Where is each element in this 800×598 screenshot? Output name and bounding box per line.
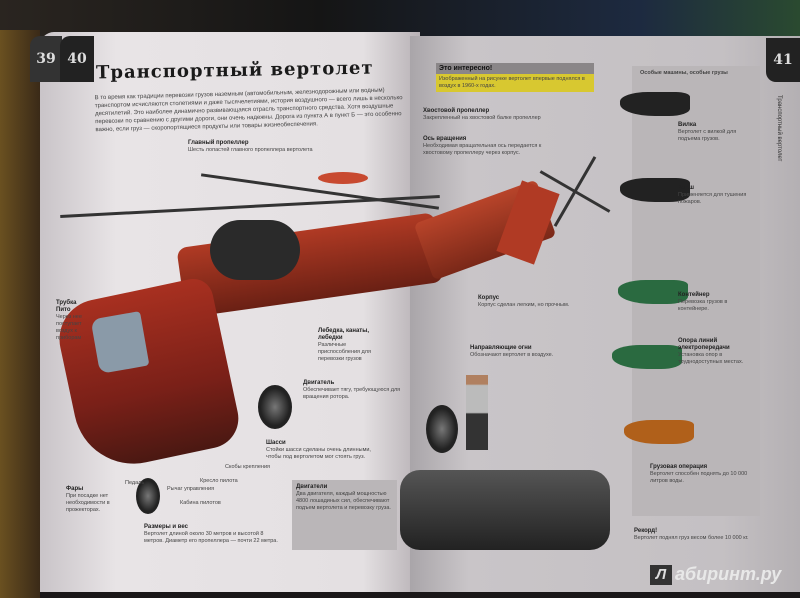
watermark-text: абиринт.ру	[675, 564, 782, 584]
label-title: Шасси	[266, 440, 286, 446]
callout: Педаль	[125, 480, 145, 486]
engine-pod	[210, 220, 300, 280]
label-text: Закрепленный на хвостовой балке пропелле…	[423, 115, 541, 121]
box-title: Двигатели	[296, 484, 328, 490]
item-text: Вертолет с вилкой для подъема грузов.	[678, 129, 737, 142]
box-text: Два двигателя, каждый мощностью 4800 лош…	[296, 491, 391, 511]
fact-box: Это интересно! Изображенный на рисунке в…	[436, 63, 594, 97]
person-figure	[466, 375, 488, 450]
callout: Кабина пилотов	[180, 500, 221, 506]
running-head: Транспортный вертолет	[776, 95, 782, 162]
label-title: Направляющие огни	[470, 345, 532, 351]
cockpit-window	[90, 311, 150, 374]
helicopter-icon	[624, 420, 694, 444]
item-title: Контейнер	[678, 292, 710, 298]
item-text: Вертолет способен поднять до 10 000 литр…	[650, 471, 748, 484]
fact-box-text: Изображенный на рисунке вертолет впервые…	[436, 74, 594, 92]
helicopter-icon	[620, 92, 690, 116]
item-text: Установка опор в труднодоступных местах.	[678, 352, 744, 365]
label-title: Главный пропеллер	[188, 140, 249, 146]
record-text: Вертолет поднял груз весом более 10 000 …	[634, 535, 749, 541]
label-title: Ось вращения	[423, 136, 467, 142]
item-text: Применяется для тушения пожаров.	[678, 192, 747, 205]
item-title: Вилка	[678, 122, 697, 128]
item-title: Ковш	[678, 185, 695, 191]
label-text: Вертолет длиной около 30 метров и высото…	[144, 531, 278, 544]
rotor-hub	[318, 172, 368, 184]
callout: Кресло пилота	[200, 478, 238, 484]
wheel	[136, 478, 160, 514]
label-text: При посадке нет необходимости в прожекто…	[66, 493, 110, 513]
item-text: Перевозка грузов в контейнере.	[678, 299, 728, 312]
label-title: Размеры и вес	[144, 524, 188, 530]
label-text: Различные приспособления для перевозки г…	[318, 342, 371, 362]
intro-text: В то время как традиции перевозки грузов…	[94, 87, 403, 134]
book-edge	[0, 30, 40, 598]
item-title: Грузовая операция	[650, 464, 708, 470]
page-number-left: 40	[60, 36, 94, 82]
label-title: Фары	[66, 486, 84, 492]
label-title: Трубка Пито	[56, 300, 77, 313]
label-title: Лебедка, канаты, лебедки	[318, 328, 370, 341]
fact-box-title: Это интересно!	[436, 63, 594, 74]
record-title: Рекорд!	[634, 528, 658, 534]
label-title: Корпус	[478, 295, 500, 301]
label-title: Двигатель	[303, 380, 335, 386]
callout: Скобы крепления	[225, 464, 270, 470]
record-note: Рекорд!Вертолет поднял груз весом более …	[634, 528, 769, 542]
engine-photo	[400, 470, 610, 550]
label-text: Шесть лопастей главного пропеллера верто…	[188, 147, 313, 153]
page-number-right: 41	[766, 38, 800, 82]
watermark-logo: Л	[650, 564, 672, 585]
label-text: Через нее поступает воздух к приборам	[56, 314, 82, 341]
helicopter-icon	[620, 178, 690, 202]
label-text: Обеспечивает тягу, требующуюся для враще…	[303, 387, 401, 400]
helicopter-icon	[612, 345, 682, 369]
sidebar-title: Особые машины, особые грузы	[640, 70, 728, 76]
callout: Рычаг управления	[167, 486, 215, 492]
label-text: Необходимая вращательная ось передается …	[423, 143, 542, 156]
helicopter-icon	[618, 280, 688, 304]
wheel	[258, 385, 292, 429]
label-text: Корпус сделан легким, но прочным.	[478, 302, 570, 308]
prev-page-number: 39	[30, 36, 62, 82]
item-title: Опора линий электропередачи	[678, 338, 730, 351]
label-text: Обозначают вертолет в воздухе.	[470, 352, 554, 358]
wheel	[426, 405, 458, 453]
label-text: Стойки шасси сделаны очень длинными, что…	[266, 447, 371, 460]
label-title: Хвостовой пропеллер	[423, 108, 490, 114]
